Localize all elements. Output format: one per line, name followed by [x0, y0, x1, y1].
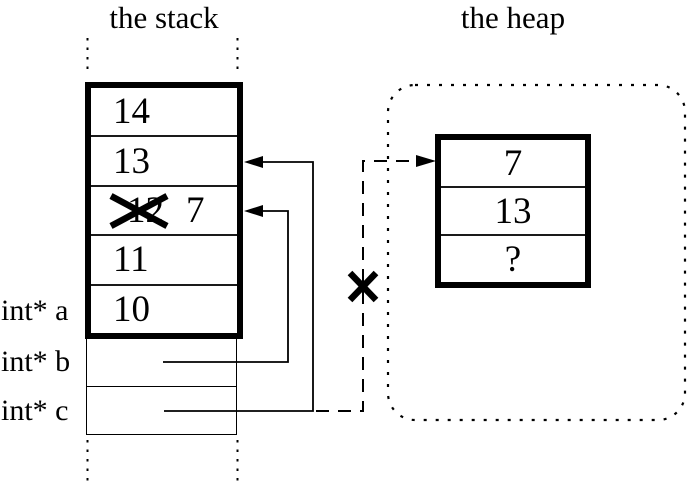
dangling-pointer-dashed-line: [316, 160, 415, 412]
invalid-pointer-x-icon: [347, 270, 379, 303]
pointer-variable-cells: [86, 339, 237, 435]
pointer-label-a: int* a: [1, 294, 69, 327]
pointer-cell-b: [87, 339, 236, 387]
stack-cell-value: 10: [113, 288, 150, 330]
stack-box: 14 13 12 7 11 10: [85, 82, 243, 339]
pointer-cell-c: [87, 387, 236, 434]
crossed-out-value: 12: [127, 190, 164, 232]
pointer-label-b: int* b: [1, 345, 71, 378]
stack-cell-value: 11: [113, 239, 149, 281]
dangling-pointer-arrowhead-icon: [416, 155, 436, 167]
stack-cell: 14: [91, 88, 237, 138]
stack-cell: 11: [91, 236, 237, 286]
heap-title: the heap: [460, 0, 566, 35]
replacement-value: 7: [186, 190, 205, 232]
heap-cell: 13: [441, 188, 585, 236]
stack-cell: 10: [91, 286, 237, 333]
heap-box: 7 13 ?: [435, 134, 591, 288]
pointer-c-arrowhead-icon: [244, 156, 263, 168]
heap-cell: 7: [441, 140, 585, 188]
pointer-label-c: int* c: [1, 394, 69, 427]
heap-cell-value: 13: [494, 190, 532, 232]
stack-cell: 13: [91, 137, 237, 187]
heap-cell-value: ?: [504, 238, 522, 280]
heap-cell-value: 7: [503, 142, 523, 184]
stack-cell-value: 13: [113, 140, 150, 182]
pointer-b-arrowhead-icon: [244, 205, 263, 217]
heap-cell: ?: [441, 236, 585, 282]
stack-cell-overwritten: 12 7: [91, 187, 237, 237]
stack-title: the stack: [109, 0, 219, 35]
stack-boundary-dotted-top: [86, 38, 239, 76]
stack-boundary-dotted-bottom: [86, 440, 239, 487]
stack-cell-value: 14: [113, 91, 150, 133]
